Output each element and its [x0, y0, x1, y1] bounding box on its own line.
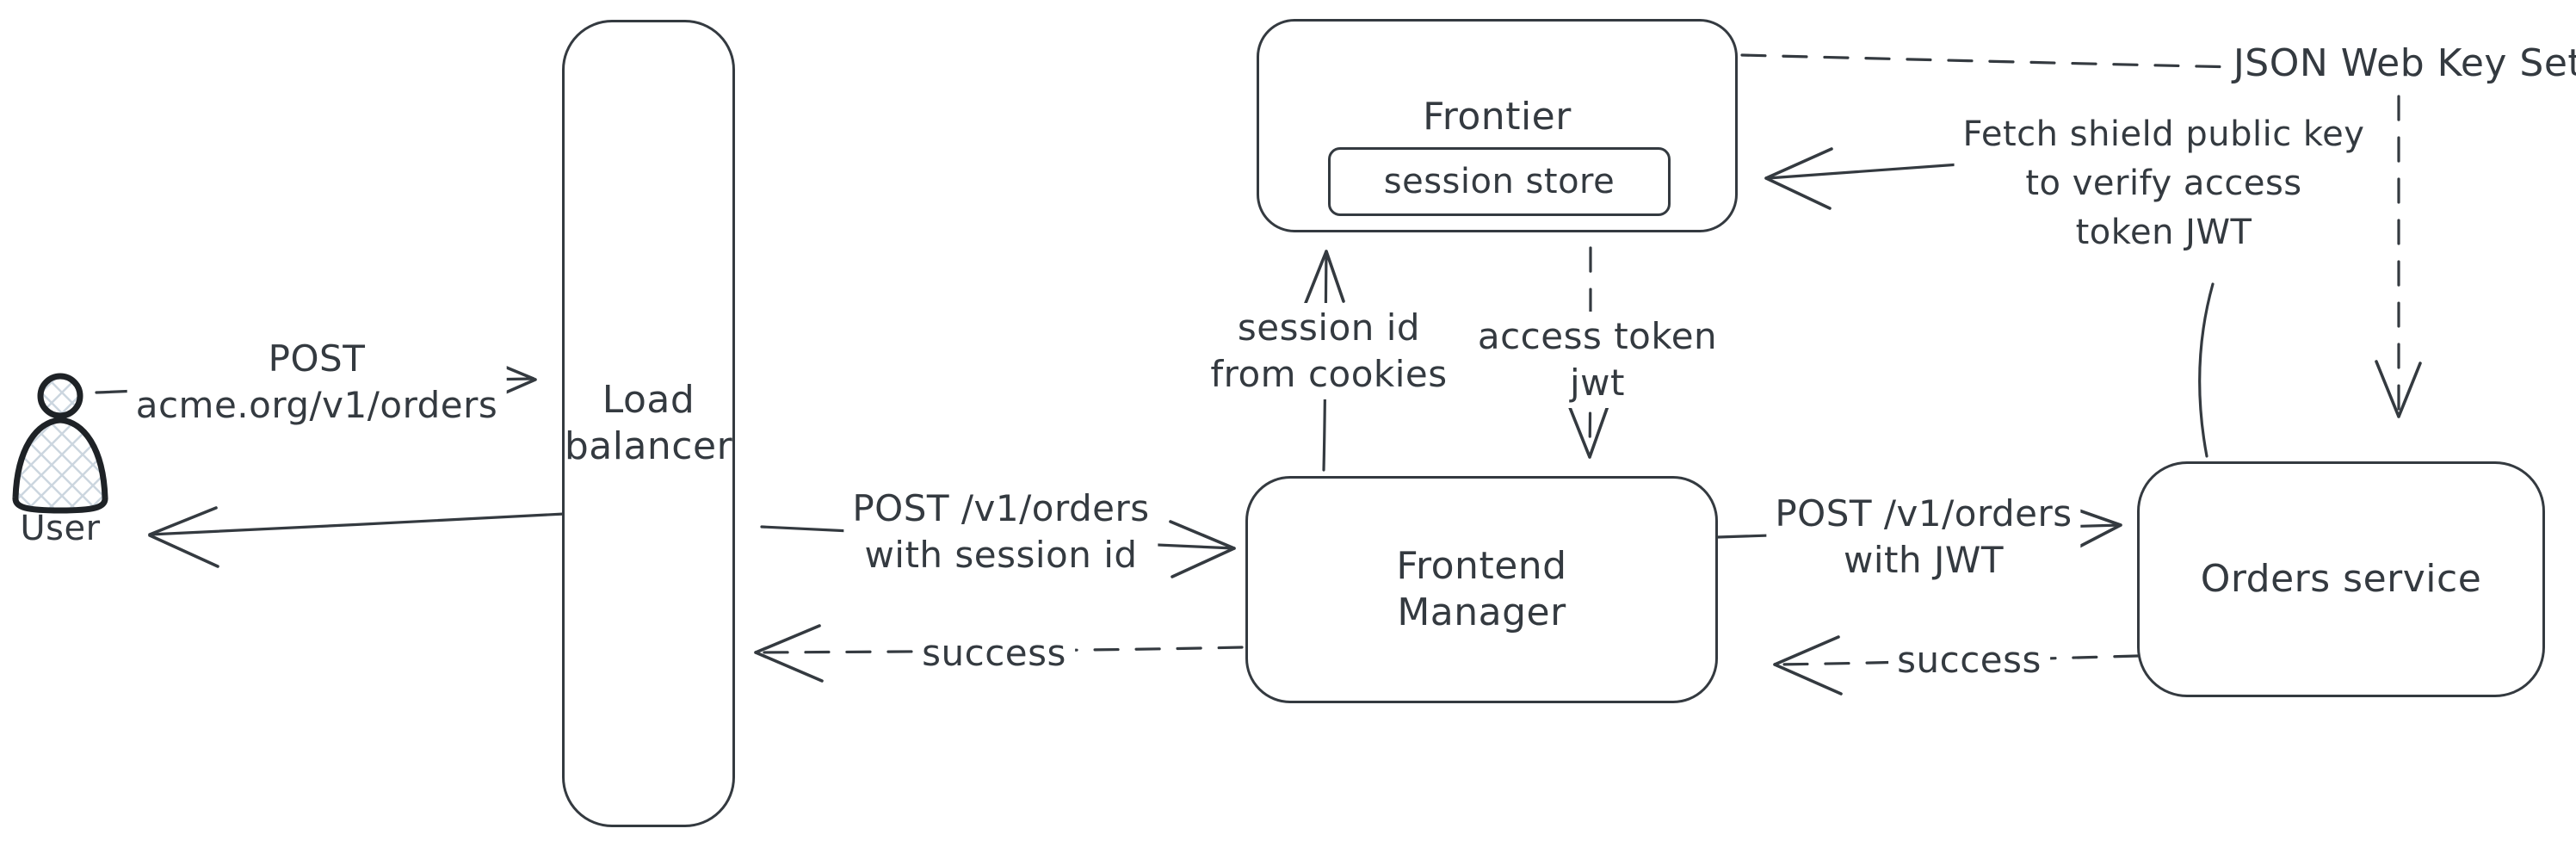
- arrow-jwks-to-orders-service: [2375, 95, 2422, 418]
- node-orders-service: Orders service: [2137, 461, 2545, 697]
- line-frontier-to-jwks: [1740, 53, 2239, 69]
- arrow-fetch-note-to-frontier: [1764, 147, 1973, 210]
- node-session-store: session store: [1328, 147, 1671, 216]
- label-session-id-from-cookies: session id from cookies: [1202, 303, 1456, 399]
- label-success-left: success: [913, 628, 1075, 678]
- frontier-title: Frontier: [1423, 95, 1572, 139]
- label-fetch-shield-key: Fetch shield public key to verify access…: [1954, 108, 2374, 259]
- label-post-with-jwt: POST /v1/orders with JWT: [1766, 489, 2081, 585]
- node-frontier: Frontier session store: [1257, 19, 1738, 232]
- frontend-manager-title: Frontend Manager: [1396, 544, 1567, 634]
- label-success-right: success: [1888, 635, 2050, 685]
- node-frontend-manager: Frontend Manager: [1245, 476, 1718, 703]
- user-icon: [12, 373, 108, 514]
- arrow-success-to-load-balancer: [754, 624, 1244, 683]
- label-json-web-key-set: JSON Web Key Set: [2224, 38, 2576, 90]
- label-post-with-session-id: POST /v1/orders with session id: [843, 484, 1158, 580]
- label-access-token-jwt: access token jwt: [1468, 312, 1727, 408]
- line-orders-service-to-fetch-note: [2198, 282, 2215, 458]
- orders-service-title: Orders service: [2200, 557, 2482, 602]
- user-label: User: [20, 509, 101, 548]
- load-balancer-title: Load balancer: [564, 378, 733, 468]
- label-post-orders: POST acme.org/v1/orders: [127, 334, 507, 430]
- node-load-balancer: Load balancer: [562, 20, 735, 827]
- arrow-load-balancer-to-user: [148, 506, 566, 568]
